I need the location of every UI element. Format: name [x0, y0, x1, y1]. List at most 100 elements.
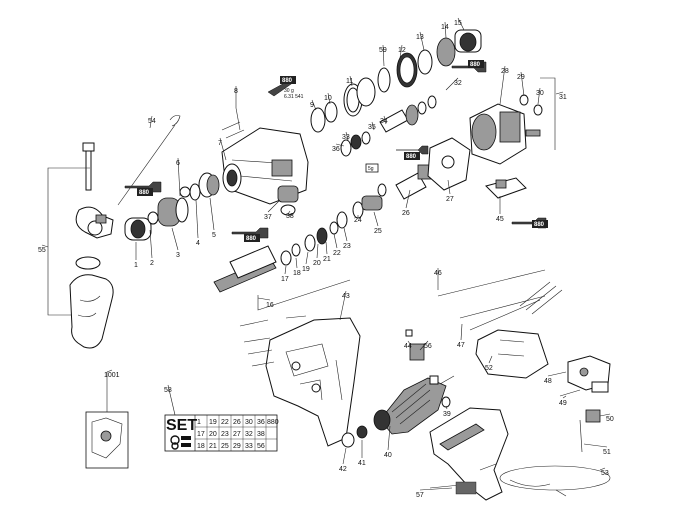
part-number-label: 43 [342, 293, 350, 300]
part-number-label: 6 [176, 160, 180, 167]
part-number-label: 22 [333, 250, 341, 257]
set-table: SET 1 19 22 26 30 36 880 17 20 23 27 32 … [164, 414, 279, 452]
grease-tube-4: 880 [451, 60, 487, 73]
leader-line [342, 447, 347, 465]
leader-line [335, 143, 345, 147]
leader-line [555, 91, 564, 95]
part-number-label: 47 [457, 342, 465, 349]
grease-label-5: 880 [534, 222, 545, 228]
percussion-shaft [213, 211, 348, 293]
leader-line [599, 467, 606, 471]
gear-housing [221, 127, 309, 205]
part-number-label: 38 [286, 213, 294, 220]
leader-line [149, 229, 153, 259]
set-cell: 21 [209, 443, 217, 450]
ring-chain [310, 29, 482, 133]
brush-holder [485, 177, 527, 199]
part-number-label: 1001 [104, 372, 120, 379]
armature [373, 375, 455, 435]
part-number-label: 58 [164, 387, 172, 394]
set-cell: 32 [245, 431, 253, 438]
part-number-label: 56 [424, 343, 432, 350]
part-number-label: 11 [346, 78, 353, 85]
part-number-label: 34 [380, 118, 388, 125]
leader-line [209, 197, 215, 231]
leader-line [419, 31, 425, 51]
leader-line [311, 99, 317, 111]
leader-line [167, 384, 176, 416]
part-number-label: 25 [374, 228, 382, 235]
leader-line [405, 189, 411, 209]
set-cell: 29 [233, 443, 241, 450]
leader-line [419, 340, 429, 351]
leader-line [382, 44, 385, 67]
part-number-label: 30 [536, 90, 544, 97]
leader-line [583, 443, 608, 448]
part-number-label: 1 [134, 262, 138, 269]
grease-tube-3: 880 [396, 145, 429, 160]
leader-line [316, 243, 319, 259]
part-number-label: 32 [454, 80, 462, 87]
leader-line [373, 211, 379, 227]
leader-line [383, 115, 387, 125]
set-cell: 36 [257, 419, 265, 426]
part-number-label: 12 [398, 47, 406, 54]
grease-label-3: 880 [406, 154, 417, 160]
part-number-label: 24 [354, 217, 362, 224]
part-number-label: 46 [434, 270, 442, 277]
set-title: SET [166, 417, 197, 434]
part-number-label: 40 [384, 452, 392, 459]
set-cell: 26 [233, 419, 241, 426]
leader-line [267, 199, 281, 213]
leader-line [219, 137, 227, 161]
drill-body: metabo [429, 407, 509, 501]
housing-screws [221, 107, 245, 139]
set-cell: 17 [197, 431, 205, 438]
leader-line [444, 21, 447, 39]
handle-bolt [82, 142, 95, 191]
set-cell: 19 [209, 419, 217, 426]
part-number-label: 50 [606, 416, 614, 423]
set-cell: 22 [221, 419, 229, 426]
piston-parts [352, 183, 387, 219]
part-number-label: 14 [441, 24, 449, 31]
part-number-label: 37 [264, 214, 272, 221]
set-cell: 27 [233, 431, 241, 438]
motor-gear-housing [469, 103, 527, 165]
grease-label-2: 880 [282, 78, 293, 84]
part-number-label: 2 [150, 260, 154, 267]
leader-line [195, 199, 199, 239]
leader-line [343, 227, 348, 242]
part-number-label: 8 [234, 88, 238, 95]
part-number-label: 57 [416, 492, 424, 499]
set-cell: 30 [245, 419, 253, 426]
set-cell: 1 [197, 419, 201, 426]
leader-line [295, 257, 298, 269]
leader-line [445, 405, 448, 410]
grease-label-1: 880 [139, 190, 150, 196]
part-number-label: 15 [454, 20, 462, 27]
leader-line [387, 425, 391, 451]
set-cell: 38 [257, 431, 265, 438]
part-number-label: 20 [313, 260, 321, 267]
grease-tube-6: 880 [231, 227, 269, 242]
grease-note-b: 6.31 541 [284, 94, 304, 100]
part-number-label: 59 [379, 47, 387, 54]
drive-shaft-cluster [340, 95, 437, 157]
leader-line [599, 413, 611, 417]
leader-line [325, 241, 328, 255]
leader-line [257, 297, 271, 301]
part-number-label: 3 [176, 252, 180, 259]
handle-clamp [75, 206, 114, 239]
grease-tag-small: 5g [365, 163, 379, 173]
leader-line [349, 75, 353, 87]
leader-line [287, 210, 291, 215]
leader-line [171, 227, 179, 251]
leader-line [520, 71, 525, 97]
set-cell: 23 [221, 431, 229, 438]
leader-line [106, 369, 113, 373]
stator [475, 281, 563, 379]
part-number-label: 28 [501, 68, 509, 75]
part-number-label: 10 [324, 95, 332, 102]
